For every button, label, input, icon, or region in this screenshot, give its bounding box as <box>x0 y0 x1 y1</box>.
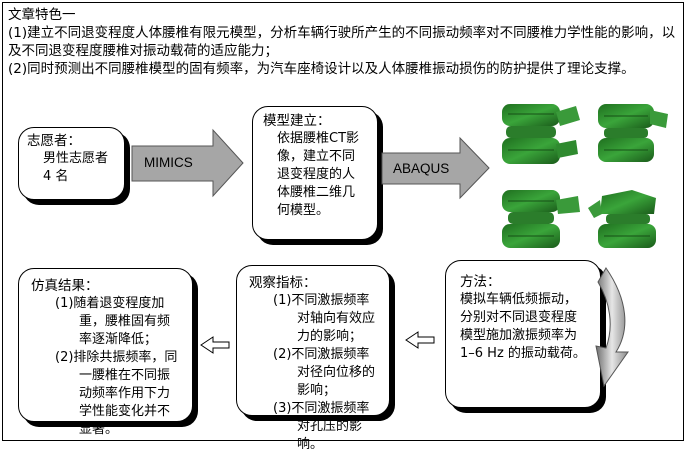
vertebra-image-2 <box>598 104 668 162</box>
arrow-mimics <box>131 128 244 198</box>
arrow-abaqus <box>381 136 490 200</box>
method-box: 方法： 模拟车辆低频振动，分别对不同退变程度模型施加激振频率为1–6 Hz 的振… <box>445 260 601 408</box>
method-head: 方法： <box>460 274 501 290</box>
arrow-left-2 <box>200 336 230 354</box>
volunteer-box: 志愿者： 男性志愿者 4 名 <box>18 127 125 200</box>
result-item-1: (1)随着退变程度加重，腰椎固有频率逐渐降低； <box>55 296 171 347</box>
arrow-abaqus-label: ABAQUS <box>393 161 450 176</box>
arrow-left-1 <box>405 331 435 349</box>
feature-item-1: (1)建立不同退变程度人体腰椎有限元模型，分析车辆行驶所产生的不同振动频率对不同… <box>8 25 676 59</box>
volunteer-body: 男性志愿者 4 名 <box>43 151 109 184</box>
volunteer-head: 志愿者： <box>27 133 81 149</box>
vertebra-image-1 <box>502 104 580 164</box>
indicator-item-2: (2)不同激振频率对径向位移的影响； <box>273 347 376 398</box>
model-body: 依据腰椎CT影像，建立不同退变程度的人体腰椎二维几何模型。 <box>277 131 360 218</box>
indicators-head: 观察指标： <box>249 275 317 291</box>
vertebra-image-4 <box>588 190 656 248</box>
figure-frame <box>2 2 684 441</box>
feature-item-2: (2)同时预测出不同腰椎模型的固有频率，为汽车座椅设计以及人体腰椎振动损伤的防护… <box>8 61 635 77</box>
vertebra-image-3 <box>502 190 580 248</box>
features-title: 文章特色一 <box>8 7 76 23</box>
arrow-mimics-label: MIMICS <box>144 155 193 170</box>
model-head: 模型建立： <box>263 113 331 129</box>
model-box: 模型建立： 依据腰椎CT影像，建立不同退变程度的人体腰椎二维几何模型。 <box>252 106 378 240</box>
arrow-curve-down <box>595 267 629 388</box>
indicator-item-1: (1)不同激振频率对轴向有效应力的影响； <box>273 293 376 344</box>
results-head: 仿真结果： <box>31 278 99 294</box>
indicators-box: 观察指标： (1)不同激振频率对轴向有效应力的影响； (2)不同激振频率对径向位… <box>236 265 390 452</box>
features-section: 文章特色一 (1)建立不同退变程度人体腰椎有限元模型，分析车辆行驶所产生的不同振… <box>8 6 680 78</box>
results-box: 仿真结果： (1)随着退变程度加重，腰椎固有频率逐渐降低； (2)排除共振频率，… <box>18 268 193 437</box>
result-item-2: (2)排除共振频率，同一腰椎在不同振动频率作用下力学性能变化并不显著。 <box>55 350 178 437</box>
method-body: 模拟车辆低频振动，分别对不同退变程度模型施加激振频率为1–6 Hz 的振动载荷。 <box>460 292 586 361</box>
